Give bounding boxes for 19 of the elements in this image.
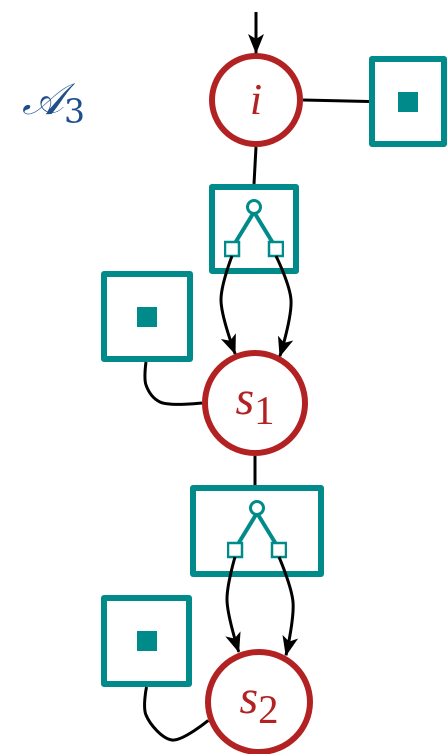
state-label: s$_{2}$: [239, 674, 279, 730]
arrow: [220, 255, 237, 355]
connector-line: [252, 146, 258, 184]
arrow: [248, 12, 264, 54]
arrow: [278, 556, 298, 656]
automaton-name: 𝒜$_{3}$: [22, 78, 85, 128]
state-label: i: [250, 78, 262, 122]
connector-line: [143, 362, 202, 406]
component-box: [209, 184, 299, 274]
component-box: [101, 271, 193, 362]
connector-line: [254, 456, 256, 485]
connector-line: [302, 98, 370, 103]
connector-line: [143, 686, 210, 742]
arrow: [274, 255, 294, 358]
component-box: [190, 485, 324, 577]
component-box: [369, 56, 447, 147]
component-box: [101, 595, 192, 687]
arrow: [225, 556, 241, 653]
state-label: s$_{1}$: [235, 374, 275, 432]
